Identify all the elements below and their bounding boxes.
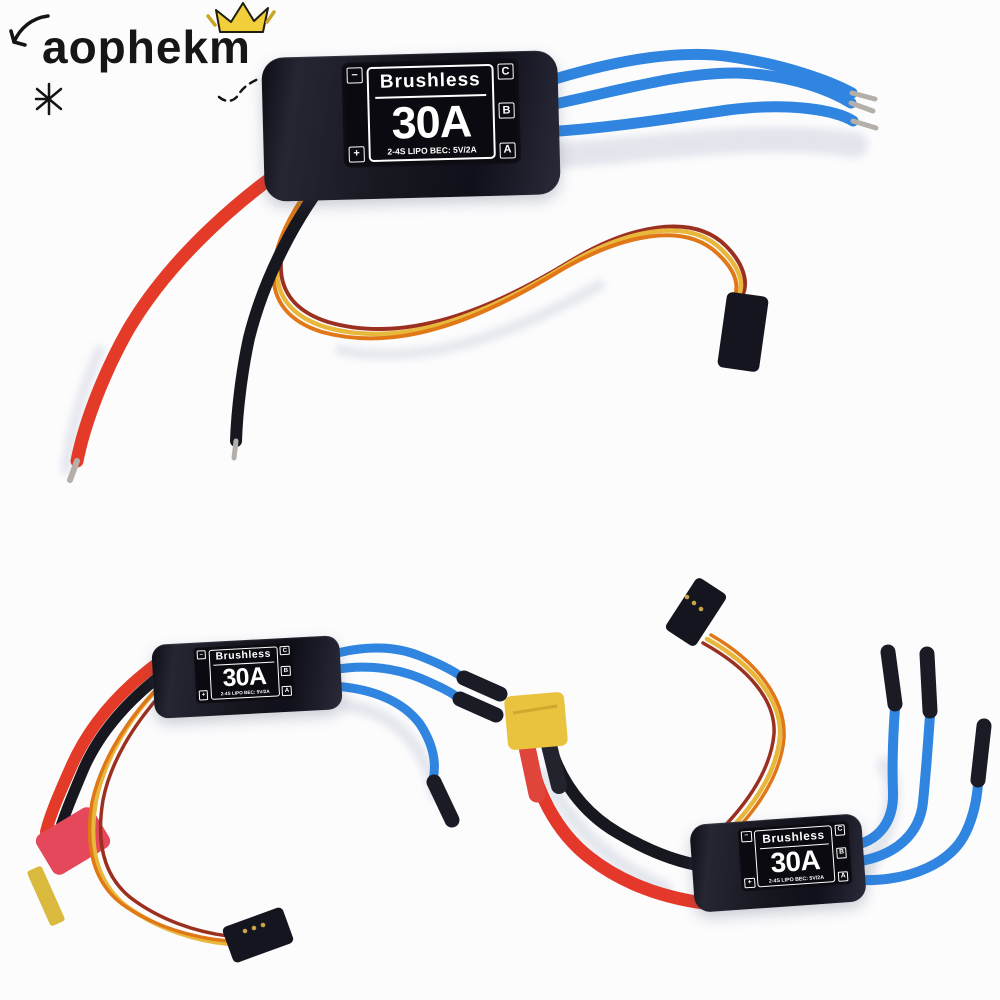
phase-c-mark: C bbox=[497, 63, 514, 80]
terminal-marks-column: − + bbox=[196, 649, 209, 701]
esc-current-rating: 30A bbox=[769, 844, 821, 879]
terminal-plus-mark: + bbox=[744, 877, 756, 889]
label-center-box: Brushless 30A 2-4S LIPO BEC: 5V/2A bbox=[366, 63, 496, 163]
esc-right-bullet-connectors bbox=[880, 644, 992, 788]
phase-a-mark: A bbox=[281, 685, 293, 697]
phase-b-mark: B bbox=[835, 847, 848, 859]
esc-left-servo-lead bbox=[87, 685, 233, 947]
arrow-icon bbox=[9, 14, 50, 47]
terminal-plus-mark: + bbox=[198, 690, 209, 701]
terminal-marks-column: − + bbox=[740, 830, 756, 889]
esc-left-power-wires bbox=[40, 654, 171, 842]
esc-left-servo-connector bbox=[222, 907, 294, 963]
xt60-connector bbox=[504, 692, 568, 750]
esc-right-phase-wires bbox=[845, 703, 983, 886]
phase-marks-column: C B A bbox=[497, 63, 516, 159]
esc-right-power-wires bbox=[518, 737, 710, 910]
terminal-plus-mark: + bbox=[348, 146, 365, 163]
squiggle-icon bbox=[217, 77, 260, 103]
phase-a-mark: A bbox=[499, 142, 516, 159]
esc-unit-top: − + Brushless 30A 2-4S LIPO BEC: 5V/2A C… bbox=[261, 50, 561, 202]
esc-left-bullet-connectors bbox=[426, 670, 508, 828]
phase-b-mark: B bbox=[498, 102, 515, 120]
esc-label-plate: − + Brushless 30A 2-4S LIPO BEC: 5V/2A C… bbox=[737, 821, 853, 893]
phase-marks-column: C B A bbox=[834, 824, 849, 883]
brand-logo: aophekm bbox=[42, 21, 251, 73]
esc-top-phase-wires bbox=[539, 48, 859, 138]
esc-right-servo-connector bbox=[665, 578, 727, 646]
terminal-marks-column: − + bbox=[346, 67, 365, 163]
esc-label-plate: − + Brushless 30A 2-4S LIPO BEC: 5V/2A C… bbox=[193, 642, 295, 704]
esc-left-phase-wires bbox=[325, 643, 467, 785]
terminal-minus-mark: − bbox=[346, 67, 363, 84]
esc-spec: 2-4S LIPO BEC: 5V/2A bbox=[387, 144, 477, 157]
phase-c-mark: C bbox=[834, 824, 846, 836]
esc-label-plate: − + Brushless 30A 2-4S LIPO BEC: 5V/2A C… bbox=[341, 58, 521, 168]
esc-spec: 2-4S LIPO BEC: 5V/2A bbox=[220, 689, 270, 697]
esc-top-power-wires bbox=[67, 143, 341, 483]
crown-icon bbox=[206, 2, 276, 33]
terminal-minus-mark: − bbox=[740, 830, 753, 843]
phase-b-mark: B bbox=[280, 665, 291, 676]
phase-marks-column: C B A bbox=[279, 645, 293, 697]
esc-top-servo-lead bbox=[271, 166, 747, 341]
sparkle-icon bbox=[34, 82, 63, 116]
esc-unit-bottom-left: − + Brushless 30A 2-4S LIPO BEC: 5V/2A C… bbox=[151, 635, 343, 719]
esc-top-servo-connector bbox=[717, 292, 769, 372]
phase-a-mark: A bbox=[837, 870, 849, 883]
label-center-box: Brushless 30A 2-4S LIPO BEC: 5V/2A bbox=[753, 825, 836, 888]
esc-top-wire-tips bbox=[848, 90, 879, 131]
esc-current-rating: 30A bbox=[221, 663, 267, 693]
esc-unit-bottom-right: − + Brushless 30A 2-4S LIPO BEC: 5V/2A C… bbox=[689, 813, 867, 913]
label-center-box: Brushless 30A 2-4S LIPO BEC: 5V/2A bbox=[208, 646, 281, 700]
terminal-minus-mark: − bbox=[196, 649, 207, 661]
phase-c-mark: C bbox=[279, 645, 290, 656]
esc-current-rating: 30A bbox=[390, 95, 472, 149]
